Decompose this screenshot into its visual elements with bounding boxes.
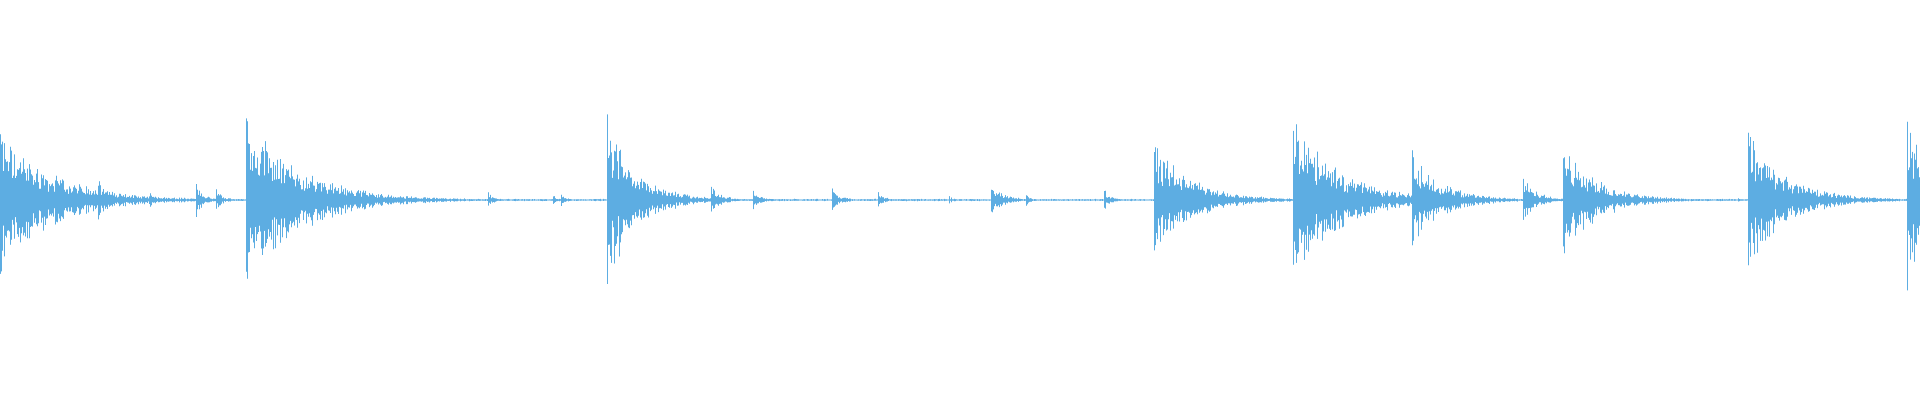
waveform-trace <box>0 114 1920 291</box>
